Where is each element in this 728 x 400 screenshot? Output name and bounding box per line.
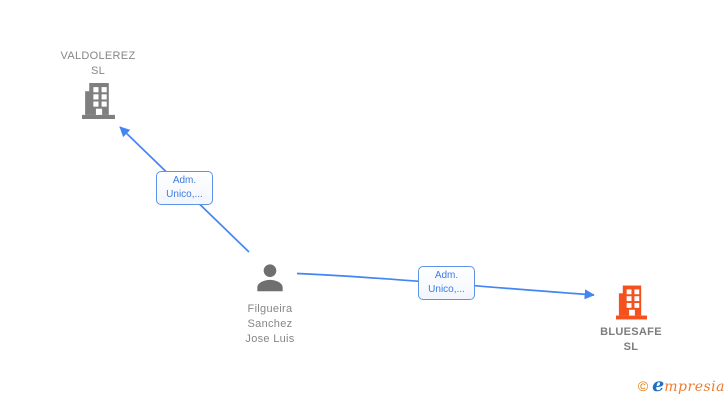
edge-label-adm-unico-bluesafe[interactable]: Adm. Unico,... xyxy=(418,266,475,300)
entity-label: VALDOLEREZ SL xyxy=(61,49,136,79)
building-icon xyxy=(615,285,647,320)
empresia-logo[interactable]: © empresia xyxy=(638,374,725,396)
entity-label-line: SL xyxy=(623,341,639,353)
entity-label-line: BLUESAFE xyxy=(600,326,662,338)
edge-label-adm-unico-valdolerez[interactable]: Adm. Unico,... xyxy=(156,171,213,205)
entity-label-line: Sanchez xyxy=(247,318,293,330)
entity-label-line: Jose Luis xyxy=(245,333,295,345)
brand-rest: mpresia xyxy=(664,379,725,395)
brand-text: empresia xyxy=(652,374,725,396)
entity-label-line: Filgueira xyxy=(247,303,293,315)
brand-letter-e: e xyxy=(652,374,665,396)
edge-label-line: Unico,... xyxy=(166,189,203,200)
entity-label: BLUESAFE SL xyxy=(600,325,662,355)
entity-label-line: VALDOLEREZ xyxy=(60,50,136,62)
entity-node-bluesafe[interactable]: BLUESAFE SL xyxy=(561,285,701,355)
building-icon xyxy=(81,83,115,119)
edge-label-line: Unico,... xyxy=(428,284,465,295)
entity-label-line: SL xyxy=(90,65,106,77)
person-icon xyxy=(251,258,289,296)
edge-label-line: Adm. xyxy=(172,175,197,186)
entity-node-valdolerez[interactable]: VALDOLEREZ SL xyxy=(28,49,168,119)
entity-label: Filgueira Sanchez Jose Luis xyxy=(245,302,294,347)
entity-node-filgueira[interactable]: Filgueira Sanchez Jose Luis xyxy=(200,258,340,347)
copyright-icon: © xyxy=(637,378,649,394)
edge-label-line: Adm. xyxy=(434,270,459,281)
